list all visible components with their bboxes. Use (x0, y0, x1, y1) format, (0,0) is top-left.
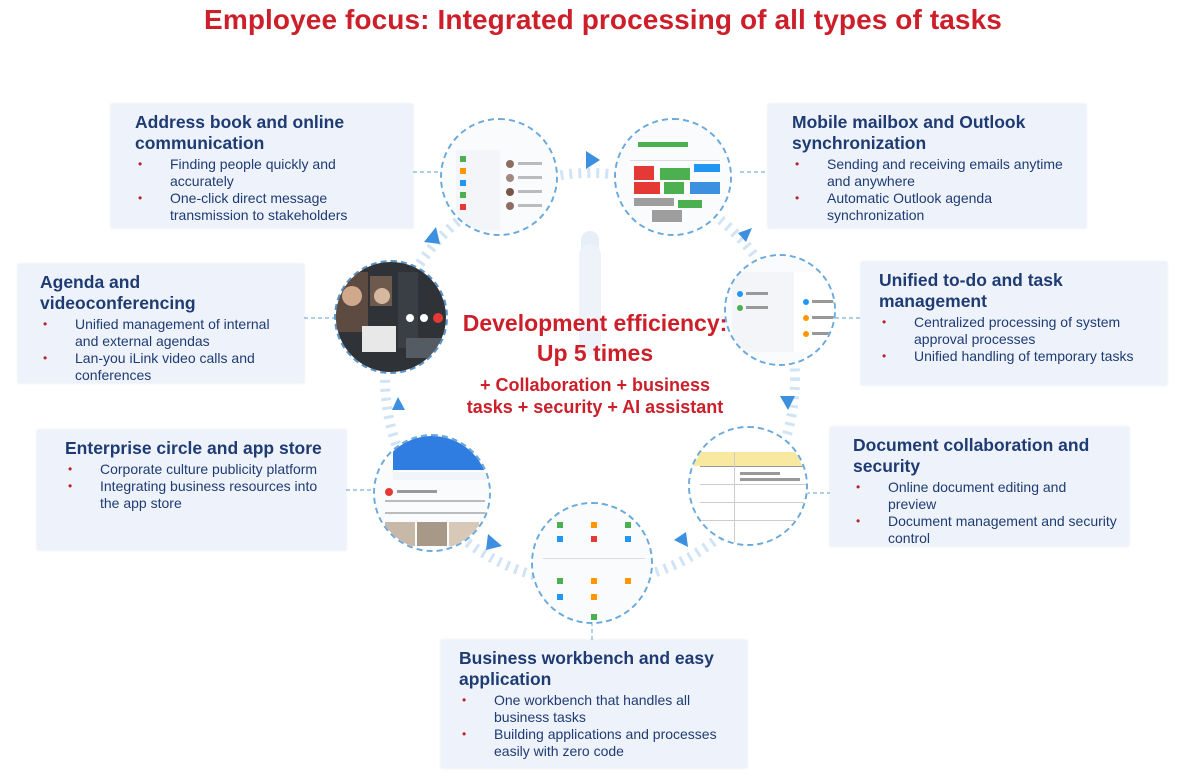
card-title: Agenda and videoconferencing (40, 272, 196, 313)
flow-arrows (392, 151, 795, 550)
arrow-icon (486, 534, 502, 550)
card-enterprise-circle: Enterprise circle and app store Corporat… (37, 430, 346, 550)
arrow-icon (738, 228, 752, 242)
card-workbench: Business workbench and easy application … (441, 640, 747, 768)
card-title: Business workbench and easy application (459, 648, 714, 689)
thumbnail-document[interactable] (688, 426, 808, 546)
card-title: Enterprise circle and app store (65, 438, 322, 458)
card-agenda: Agenda and videoconferencing Unified man… (18, 264, 304, 383)
card-bullet: Lan-you iLink video calls and conference… (40, 350, 292, 384)
card-bullet: Automatic Outlook agenda synchronization (792, 190, 1074, 224)
card-mailbox: Mobile mailbox and Outlook synchronizati… (768, 104, 1086, 228)
card-bullet: One workbench that handles all business … (459, 692, 735, 726)
center-line-2: Up 5 times (536, 340, 654, 366)
center-line-1: Development efficiency: (462, 310, 728, 336)
connector-lines (304, 171, 862, 640)
card-title: Address book and online communication (135, 112, 345, 153)
arrow-icon (674, 532, 688, 547)
card-bullet: Finding people quickly and accurately (135, 156, 401, 190)
card-bullet: Building applications and processes easi… (459, 726, 735, 760)
arrow-icon (780, 396, 795, 410)
arrow-icon (392, 397, 405, 410)
thumbnail-enterprise-circle[interactable] (373, 434, 491, 552)
flow-ring (380, 168, 800, 588)
card-document: Document collaboration and security Onli… (830, 427, 1129, 546)
card-title: Unified to-do and task management (879, 270, 1063, 311)
center-message: Development efficiency: Up 5 times + Col… (420, 308, 770, 418)
thumbnail-workbench[interactable] (531, 502, 653, 624)
center-line-3: + Collaboration + business (479, 375, 711, 395)
card-title: Mobile mailbox and Outlook synchronizati… (792, 112, 1026, 153)
thumbnail-mailbox[interactable] (614, 118, 732, 236)
card-bullet: Integrating business resources into the … (65, 478, 334, 512)
thumbnail-address-book[interactable] (440, 118, 558, 236)
arrow-icon (424, 227, 440, 244)
page-title: Employee focus: Integrated processing of… (204, 4, 1002, 35)
card-bullet: Sending and receiving emails anytime and… (792, 156, 1074, 190)
card-todo: Unified to-do and task management Centra… (861, 262, 1167, 385)
card-bullet: Document management and security control (853, 513, 1117, 547)
card-bullet: Online document editing and preview (853, 479, 1117, 513)
thumbnail-todo[interactable] (724, 254, 836, 366)
card-bullet: Corporate culture publicity platform (65, 461, 334, 478)
card-bullet: One-click direct message transmission to… (135, 190, 401, 224)
card-title: Document collaboration and security (853, 435, 1090, 476)
card-address-book: Address book and online communication Fi… (111, 104, 413, 228)
center-line-4: tasks + security + AI assistant (466, 397, 724, 417)
arrow-icon (586, 151, 600, 169)
card-bullet: Unified management of internal and exter… (40, 316, 292, 350)
thumbnail-videoconference[interactable] (334, 260, 448, 374)
card-bullet: Unified handling of temporary tasks (879, 348, 1155, 365)
card-bullet: Centralized processing of system approva… (879, 314, 1155, 348)
